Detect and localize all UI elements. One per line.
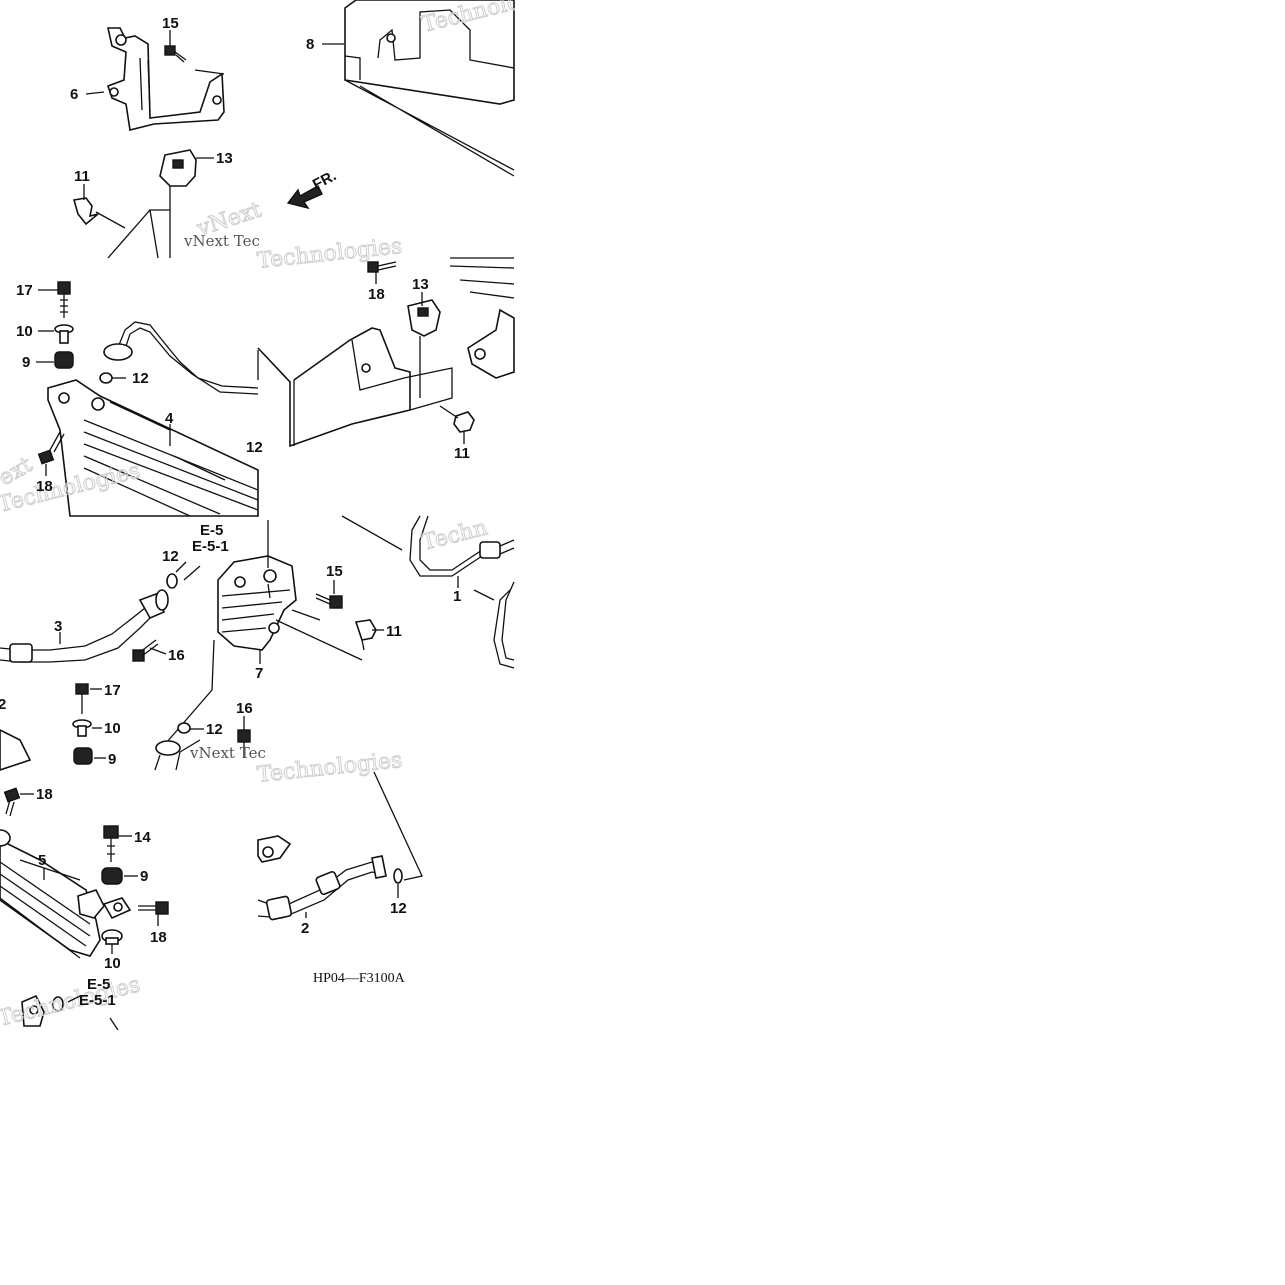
callout-18: 18 [150, 929, 167, 946]
bolt-16-center [132, 639, 159, 662]
collar-10-mid [54, 324, 74, 344]
washer-12-lower [177, 722, 191, 734]
callout-12: 12 [162, 548, 179, 565]
blank-area [0, 1030, 515, 1285]
oil-cooler-4-drawing [47, 379, 259, 517]
callout-9: 9 [108, 751, 116, 768]
leader-lines [20, 30, 495, 1003]
pipe-mid [103, 321, 259, 395]
bolt-14-bottom [103, 825, 119, 862]
watermark: Technologies [256, 234, 403, 274]
hose-3-drawing [0, 589, 169, 663]
watermark: Technologies [256, 748, 403, 788]
callout-12: 12 [390, 900, 407, 917]
collar-10-bottom [101, 929, 123, 945]
callout-13: 13 [216, 150, 233, 167]
callout-14: 14 [134, 829, 151, 846]
bracket-6-drawing [106, 27, 225, 131]
callout-4: 4 [165, 410, 174, 427]
washer-12-center [166, 573, 178, 589]
callout-10: 10 [16, 323, 33, 340]
callout-12: 12 [206, 721, 223, 738]
callout-11: 11 [386, 623, 402, 640]
callout-12: 12 [132, 370, 149, 387]
callout-15: 15 [162, 15, 179, 32]
callout-13: 13 [412, 276, 429, 293]
callout-15: 15 [326, 563, 343, 580]
clip-11-top [72, 197, 170, 259]
pipe-lower [154, 739, 201, 771]
grommet-9-mid [54, 351, 74, 369]
callout-17: 17 [104, 682, 121, 699]
bolt-18-mid-top [367, 261, 397, 273]
callout-11: 11 [454, 445, 470, 462]
ref-tag-line2: E-5-1 [79, 992, 116, 1009]
callout-8: 8 [306, 36, 314, 53]
ref-tag-line1: E-5 [200, 522, 223, 539]
ref-tag-line1: E-5 [87, 976, 110, 993]
callout-9: 9 [140, 868, 148, 885]
hose-1-drawing [341, 515, 515, 669]
callout-18: 18 [36, 478, 53, 495]
watermark: vNext Tec [183, 232, 260, 250]
callout-7: 7 [255, 665, 263, 682]
callout-10: 10 [104, 955, 121, 972]
callout-5: 5 [38, 852, 46, 869]
callout-2-partial: 2 [0, 696, 6, 713]
bolt-15-top [164, 45, 187, 63]
callout-1: 1 [453, 588, 461, 605]
callout-17: 17 [16, 282, 33, 299]
bolt-17-mid [57, 281, 71, 318]
bolt-15-center [315, 593, 343, 609]
callout-2: 2 [301, 920, 309, 937]
callout-10: 10 [104, 720, 121, 737]
bolt-18-bottom [0, 787, 21, 847]
bolt-18-right-bottom [138, 901, 169, 915]
cooler-edge-mid [449, 257, 515, 379]
blank-area [515, 0, 1285, 1285]
clip-11-center [275, 609, 377, 661]
callout-16: 16 [236, 700, 253, 717]
callout-16: 16 [168, 647, 185, 664]
watermark: Technologies [0, 972, 143, 1031]
front-arrow: FR. [286, 167, 339, 210]
ref-tag-line2: E-5-1 [192, 538, 229, 555]
callout-11: 11 [74, 168, 90, 185]
watermark: vNext Tec [189, 744, 266, 762]
hose-2-drawing [257, 771, 423, 921]
callout-3: 3 [54, 618, 62, 635]
bolt-18-mid [37, 431, 65, 465]
washer-12-mid [99, 372, 113, 384]
callout-18: 18 [36, 786, 53, 803]
oil-cooler-7-drawing [159, 520, 297, 751]
callout-18: 18 [368, 286, 385, 303]
panel-8-drawing [344, 0, 515, 177]
clip-13-mid [407, 299, 441, 398]
oil-cooler-5-drawing [0, 839, 132, 1031]
clip-11-mid [439, 405, 475, 433]
heat-shield-drawing [257, 327, 453, 448]
callout-12-partial: 12 [246, 439, 263, 456]
callout-6: 6 [70, 86, 78, 103]
grommet-9-bottom [101, 867, 123, 885]
clip-13-top [159, 149, 197, 258]
washer-12-bottom-right [393, 868, 403, 884]
callout-9: 9 [22, 354, 30, 371]
diagram-code: HP04—F3100A [313, 971, 406, 986]
lower-left-stack [0, 683, 93, 771]
bottom-left-fragment [21, 994, 64, 1027]
